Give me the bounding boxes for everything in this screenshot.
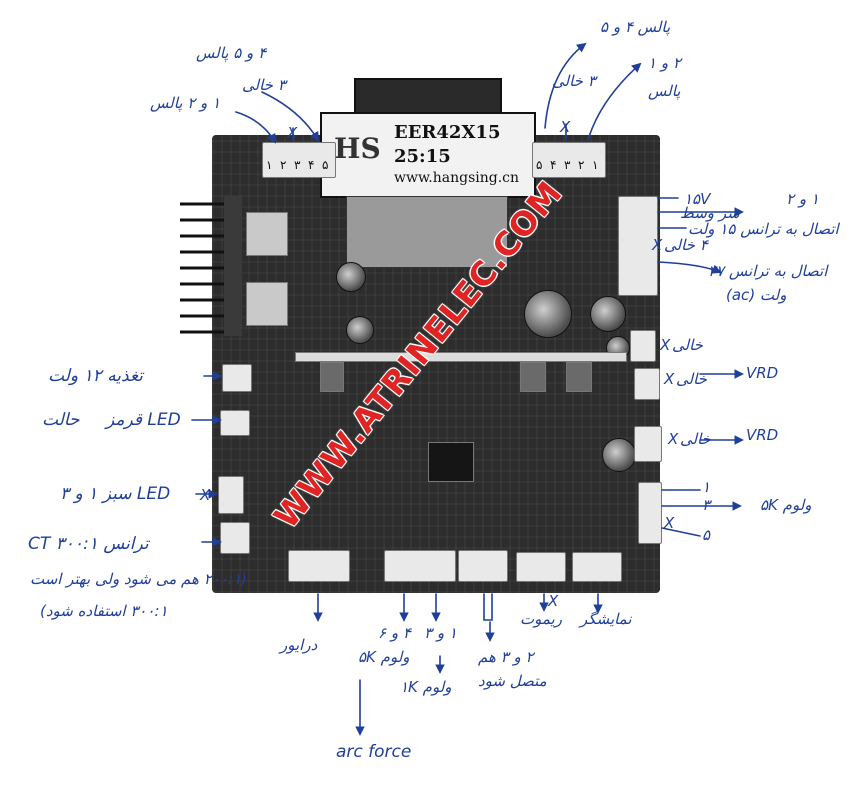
connector-top-left bbox=[262, 142, 336, 178]
connector-top-right-pin: ۴ bbox=[550, 158, 557, 172]
label-left-ct-note-1: (۲۰۰:۱ هم می شود ولی بهتر است bbox=[30, 570, 247, 588]
label-right-empty-vrd-1: خالی bbox=[676, 370, 707, 388]
transformer-website: www.hangsing.cn bbox=[394, 170, 520, 186]
connector-top-left-pin: ۵ bbox=[322, 158, 329, 172]
transformer: HS EER42X15 25:15 www.hangsing.cn bbox=[320, 112, 536, 198]
connector-right-vrd-2 bbox=[634, 426, 662, 462]
connector-bottom-pot-b bbox=[458, 550, 508, 582]
connector-top-left-pin: ۱ bbox=[266, 158, 273, 172]
label-top-left-pulse-45: ۴ و ۵ پالس bbox=[196, 44, 267, 62]
label-left-ct: ترانس ۳۰۰:۱ CT bbox=[28, 534, 149, 554]
label-right-12-hint: ۱ و ۲ bbox=[786, 190, 819, 208]
label-top-right-pulse-12a: ۲ و ۱ bbox=[648, 54, 681, 72]
connector-right-empty bbox=[630, 330, 656, 362]
x-mark: X bbox=[200, 486, 211, 504]
label-right-trans-15v: اتصال به ترانس ۱۵ ولت bbox=[688, 220, 839, 238]
label-bottom-pot-5k: ولوم ۵K bbox=[358, 648, 410, 666]
label-right-trans-27v: اتصال به ترانس ۲۷ bbox=[708, 262, 828, 280]
connector-top-left-pin: ۳ bbox=[294, 158, 301, 172]
ic-chip bbox=[320, 362, 344, 392]
x-mark: X bbox=[668, 430, 679, 448]
label-right-empty-vrd-2: خالی bbox=[680, 430, 711, 448]
electrolytic-capacitor bbox=[524, 290, 572, 338]
label-right-pot-5k: ولوم ۵K bbox=[760, 496, 812, 514]
connector-bottom-pot-a bbox=[384, 550, 456, 582]
label-bottom-display: نمایشگر bbox=[580, 610, 632, 628]
label-bottom-pot-1k: ولوم ۱K bbox=[400, 678, 452, 696]
label-top-right-pulse-45: پالس ۴ و ۵ bbox=[600, 18, 671, 36]
label-right-vrd-2: VRD bbox=[746, 426, 779, 444]
label-top-right-pulse-12b: پالس bbox=[648, 82, 681, 100]
label-bottom-pot-13: ۱ و ۳ bbox=[424, 624, 457, 642]
label-left-supply-12v: تغذیه ۱۲ ولت bbox=[48, 366, 143, 386]
connector-top-right-pin: ۳ bbox=[564, 158, 571, 172]
transformer-model: EER42X15 bbox=[394, 122, 501, 143]
ic-chip bbox=[566, 362, 592, 392]
connector-bottom-driver bbox=[288, 550, 350, 582]
label-right-empty-4: ۴ خالی bbox=[664, 236, 708, 254]
x-mark: X bbox=[664, 514, 675, 532]
connector-top-right-pin: ۱ bbox=[592, 158, 599, 172]
label-right-pot-pin5: ۵ bbox=[702, 526, 711, 544]
label-right-pot-pin3: ۳ bbox=[702, 496, 711, 514]
connector-right-transformer bbox=[618, 196, 658, 296]
resistor-strip bbox=[295, 352, 627, 362]
x-mark: X bbox=[664, 370, 675, 388]
electrolytic-capacitor bbox=[346, 316, 374, 344]
label-right-pot-pin1: ۱ bbox=[702, 478, 711, 496]
connector-top-right bbox=[532, 142, 606, 178]
label-bottom-pot-46: ۴ و ۶ bbox=[378, 624, 411, 642]
connector-bottom-remote bbox=[516, 552, 566, 582]
connector-right-vrd-1 bbox=[634, 368, 660, 400]
transformer-brand-logo: HS bbox=[334, 132, 381, 165]
connector-left-supply bbox=[222, 364, 252, 392]
connector-right-pot-5k bbox=[638, 482, 662, 544]
label-right-15v: ۱۵V bbox=[684, 190, 711, 208]
label-right-vrd-1: VRD bbox=[746, 364, 779, 382]
electrolytic-capacitor bbox=[336, 262, 366, 292]
label-left-led-status: حالت bbox=[42, 410, 80, 430]
label-top-left-empty-3: ۳ خالی bbox=[242, 76, 286, 94]
electrolytic-capacitor bbox=[590, 296, 626, 332]
transformer-ratio: 25:15 bbox=[394, 146, 451, 167]
connector-top-left-pin: ۴ bbox=[308, 158, 315, 172]
connector-top-right-pin: ۲ bbox=[578, 158, 585, 172]
electrolytic-capacitor bbox=[602, 438, 636, 472]
x-mark: X bbox=[287, 124, 298, 142]
label-left-led-red: LED قرمز bbox=[106, 410, 181, 430]
x-mark: X bbox=[660, 336, 671, 354]
ic-chip bbox=[520, 362, 546, 392]
label-bottom-driver: درایور bbox=[280, 636, 318, 654]
label-bottom-connect-23: ۲ و ۳ هم bbox=[478, 648, 534, 666]
heatsink bbox=[180, 196, 242, 336]
connector-top-right-pin: ۵ bbox=[536, 158, 543, 172]
power-transistor bbox=[246, 282, 288, 326]
label-right-volt-ac: ولت (ac) bbox=[726, 286, 787, 304]
connector-bottom-display bbox=[572, 552, 622, 582]
label-right-empty: خالی bbox=[672, 336, 703, 354]
x-mark: X bbox=[652, 236, 663, 254]
label-left-led-green: LED سبز ۱ و ۳ bbox=[60, 484, 171, 504]
label-top-left-pulse-12: ۱ و ۲ پالس bbox=[150, 94, 221, 112]
ic-chip bbox=[428, 442, 474, 482]
x-mark: X bbox=[560, 118, 571, 136]
label-bottom-arc-force: arc force bbox=[336, 742, 412, 762]
connector-top-left-pin: ۲ bbox=[280, 158, 287, 172]
label-top-right-empty-3: ۳ خالی bbox=[552, 72, 596, 90]
label-right-middle: سر وسط bbox=[680, 204, 740, 222]
label-bottom-connect-note: متصل شود bbox=[478, 672, 547, 690]
connector-left-led-red bbox=[220, 410, 250, 436]
transformer-winding bbox=[346, 196, 508, 268]
power-transistor bbox=[246, 212, 288, 256]
x-mark: X bbox=[548, 592, 559, 610]
label-left-ct-note-2: ۳۰۰:۱ استفاده شود) bbox=[40, 602, 168, 620]
connector-left-led-green bbox=[218, 476, 244, 514]
label-bottom-remote: ریموت bbox=[520, 610, 562, 628]
